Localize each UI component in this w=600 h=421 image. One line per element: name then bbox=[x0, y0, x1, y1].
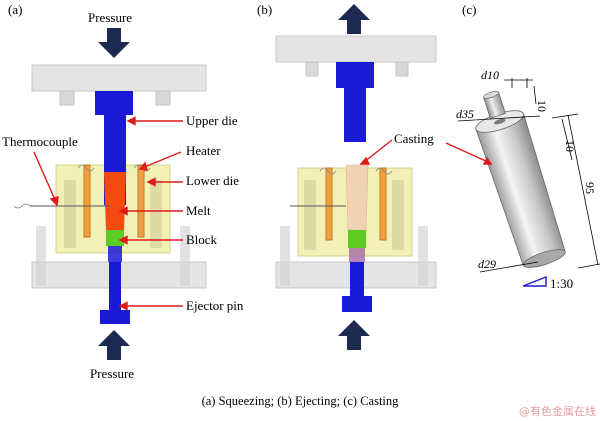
dim-d10: d10 bbox=[481, 68, 499, 82]
b-ejector-pin-shaft bbox=[350, 262, 364, 296]
b-upper-die bbox=[336, 62, 374, 142]
b-guide-pillar-left bbox=[280, 226, 290, 286]
b-ejector-pin-head bbox=[342, 296, 372, 312]
dim-h10-side: 10 bbox=[563, 140, 577, 152]
b-top-plate bbox=[275, 35, 437, 63]
top-plate-bolt-left bbox=[59, 90, 75, 106]
panel-b: (b) bbox=[257, 2, 437, 350]
b-ejector-pin-upper bbox=[349, 248, 365, 262]
b-top-plate-bolt-left bbox=[305, 61, 319, 77]
pressure-top-label: Pressure bbox=[88, 10, 132, 25]
label-block: Block bbox=[186, 232, 218, 247]
panel-a-tag: (a) bbox=[8, 2, 22, 17]
thermocouple-wire bbox=[13, 203, 31, 209]
ejector-pin-head bbox=[100, 310, 130, 324]
block bbox=[106, 230, 124, 246]
panel-a-leaders bbox=[33, 116, 183, 311]
ejector-pin-upper bbox=[108, 246, 122, 262]
label-thermocouple: Thermocouple bbox=[2, 134, 78, 149]
taper-icon bbox=[522, 275, 547, 287]
label-ejector-pin: Ejector pin bbox=[186, 298, 244, 313]
b-top-plate-bolt-right bbox=[395, 61, 409, 77]
heater-right bbox=[137, 164, 145, 238]
b-guide-pillar-right bbox=[418, 226, 428, 286]
b-heater-left bbox=[325, 167, 333, 241]
top-plate-bolt-right bbox=[155, 90, 171, 106]
lower-die-bolt-right bbox=[150, 180, 162, 248]
watermark: @有色金属在线 bbox=[519, 404, 596, 418]
figure-caption: (a) Squeezing; (b) Ejecting; (c) Casting bbox=[202, 394, 400, 408]
b-lower-die-bolt-left bbox=[304, 180, 316, 250]
b-push-arrow-up-icon bbox=[338, 320, 370, 350]
b-block bbox=[348, 230, 366, 248]
panel-c: (c) bbox=[445, 2, 600, 291]
label-lower-die: Lower die bbox=[186, 173, 239, 188]
pressure-arrow-down-icon bbox=[98, 28, 130, 58]
dim-taper: 1:30 bbox=[550, 276, 573, 291]
panel-c-tag: (c) bbox=[462, 2, 476, 17]
b-lower-die-bolt-right bbox=[392, 180, 404, 250]
guide-pillar-right bbox=[180, 226, 190, 286]
label-heater: Heater bbox=[186, 143, 221, 158]
b-heater-right bbox=[379, 167, 387, 241]
label-casting: Casting bbox=[394, 131, 434, 146]
heater-left bbox=[83, 164, 91, 238]
guide-pillar-left bbox=[36, 226, 46, 286]
dimension-lines bbox=[457, 78, 600, 273]
lower-die-bolt-left bbox=[64, 180, 76, 248]
ejector-pin-shaft bbox=[109, 262, 121, 310]
top-plate bbox=[31, 64, 207, 92]
b-heater-wire-left bbox=[319, 167, 337, 175]
casting-3d-model bbox=[475, 91, 566, 268]
dim-d35: d35 bbox=[456, 107, 474, 121]
b-heater-wire-right bbox=[375, 167, 393, 175]
panel-b-leaders bbox=[359, 139, 393, 165]
label-upper-die: Upper die bbox=[186, 113, 238, 128]
label-melt: Melt bbox=[186, 203, 211, 218]
pressure-bottom-label: Pressure bbox=[90, 366, 134, 381]
eject-arrow-up-icon bbox=[338, 4, 370, 34]
dim-d29: d29 bbox=[478, 257, 496, 271]
casting-to-model-leader bbox=[445, 142, 493, 165]
melt bbox=[104, 172, 126, 230]
dim-h10-top: 10 bbox=[535, 100, 549, 112]
heater-wire-left bbox=[77, 164, 95, 172]
dim-h95: 95 bbox=[583, 182, 597, 194]
b-casting bbox=[345, 164, 369, 231]
panel-a: (a) Pressure bbox=[2, 2, 244, 381]
panel-b-tag: (b) bbox=[257, 2, 272, 17]
pressure-arrow-up-icon bbox=[98, 330, 130, 360]
